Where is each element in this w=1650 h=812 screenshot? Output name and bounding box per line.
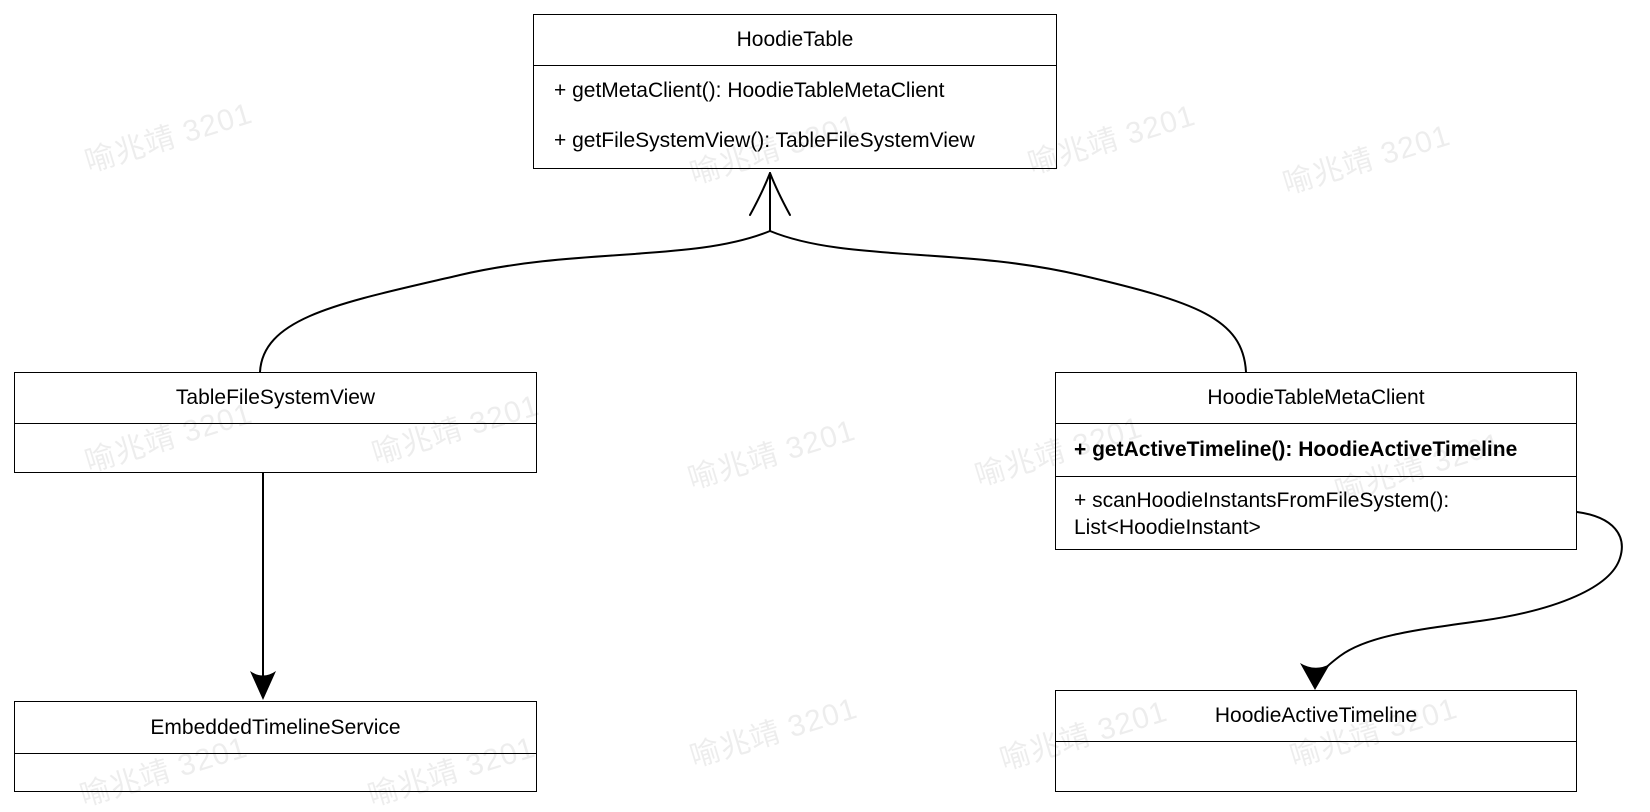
empty-compartment-embeddedtimelineservice — [15, 753, 536, 791]
arrowhead-open-left-barb — [749, 172, 771, 216]
class-box-hoodietable: HoodieTable + getMetaClient(): HoodieTab… — [533, 14, 1057, 169]
edge-hoodietablemetaclient-to-hoodieactivetimeline — [1315, 511, 1623, 684]
edge-hoodietablemetaclient-to-hoodietable — [769, 230, 1247, 373]
class-box-hoodieactivetimeline: HoodieActiveTimeline — [1055, 690, 1577, 792]
class-title-tablefilesystemview: TableFileSystemView — [175, 386, 376, 409]
class-box-hoodietablemetaclient: HoodieTableMetaClient + getActiveTimelin… — [1055, 372, 1577, 550]
method-getmetaclient: + getMetaClient(): HoodieTableMetaClient — [554, 79, 945, 102]
methods-compartment-hoodietable: + getMetaClient(): HoodieTableMetaClient… — [534, 65, 1056, 168]
class-title-hoodieactivetimeline: HoodieActiveTimeline — [1214, 704, 1418, 727]
method-getfilesystemview: + getFileSystemView(): TableFileSystemVi… — [554, 129, 975, 152]
empty-compartment-hoodieactivetimeline — [1056, 741, 1576, 791]
class-box-embeddedtimelineservice: EmbeddedTimelineService — [14, 701, 537, 792]
class-title-hoodietablemetaclient: HoodieTableMetaClient — [1207, 386, 1425, 409]
arrowhead-hoodieactivetimeline — [1300, 663, 1330, 690]
edge-tablefilesystemview-to-hoodietable — [259, 230, 771, 373]
class-title-hoodietable: HoodieTable — [736, 28, 854, 51]
arrowhead-embeddedtimelineservice — [250, 671, 276, 700]
arrowhead-open-right-barb — [769, 172, 791, 216]
empty-compartment-tablefilesystemview — [15, 423, 536, 472]
method-scanhoodieinstants: + scanHoodieInstantsFromFileSystem(): Li… — [1056, 476, 1576, 549]
class-box-tablefilesystemview: TableFileSystemView — [14, 372, 537, 473]
class-title-embeddedtimelineservice: EmbeddedTimelineService — [150, 715, 401, 739]
method-getactivetimeline: + getActiveTimeline(): HoodieActiveTimel… — [1056, 423, 1576, 476]
